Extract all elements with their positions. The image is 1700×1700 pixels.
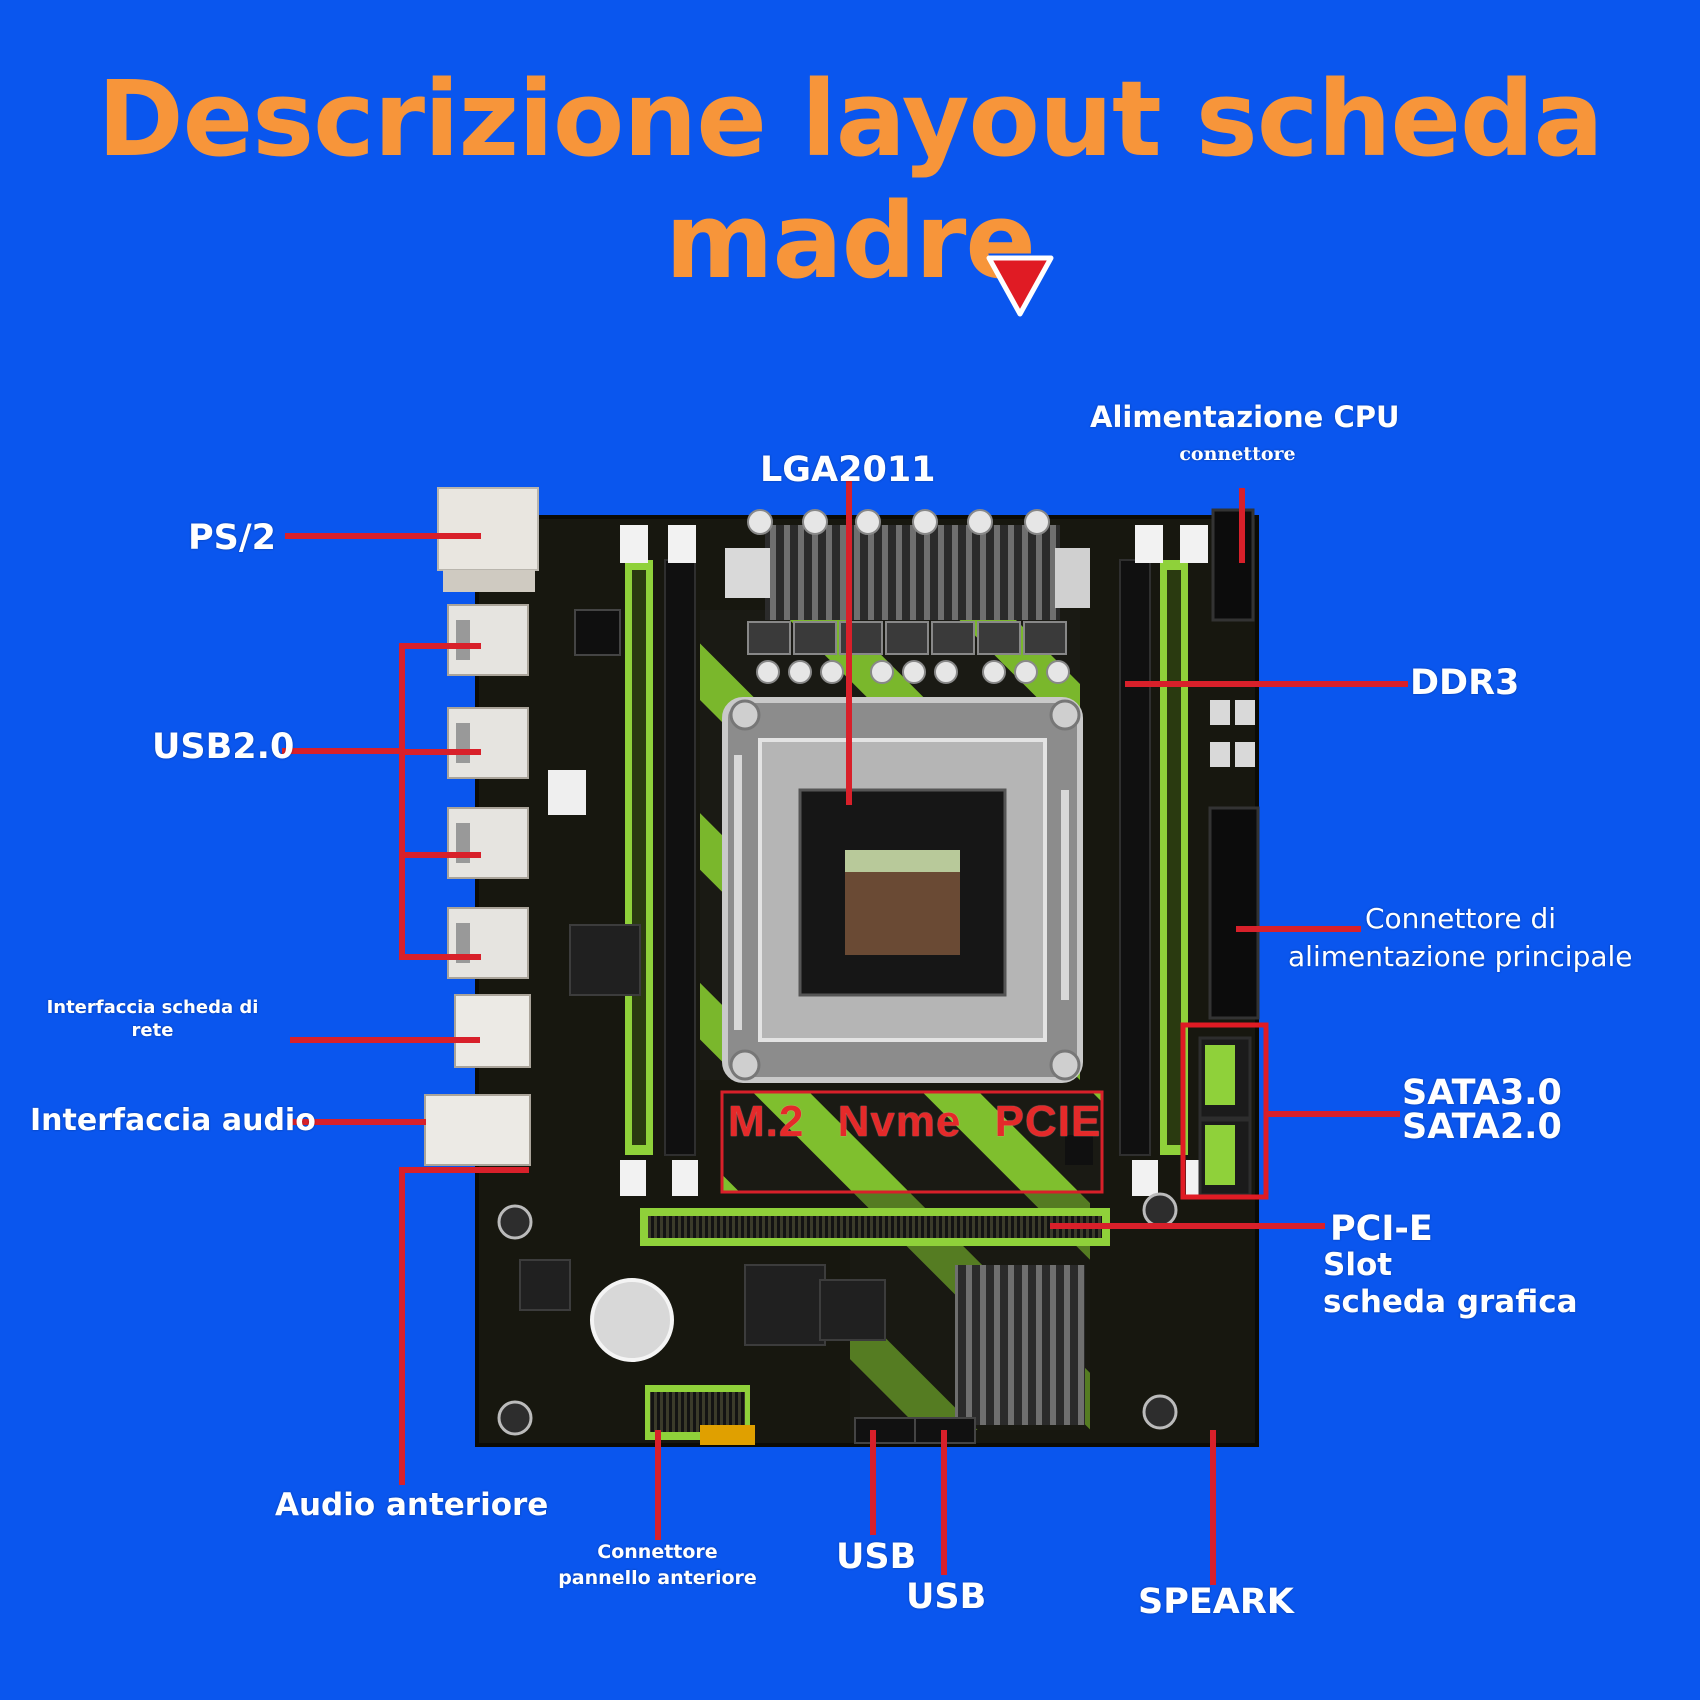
label-front-panel-2: pannello anteriore xyxy=(558,1567,757,1589)
leader-usb-1 xyxy=(399,643,481,649)
label-network-1: Interfaccia scheda di xyxy=(46,997,259,1018)
leader-speark xyxy=(1210,1430,1216,1585)
leader-network xyxy=(290,1037,480,1043)
label-ddr3: DDR3 xyxy=(1410,663,1520,703)
leader-main-power xyxy=(1236,926,1361,932)
leader-usb-a xyxy=(870,1430,876,1535)
leader-audio xyxy=(288,1119,426,1125)
label-lga2011: LGA2011 xyxy=(760,450,936,490)
label-network-2: rete xyxy=(131,1020,174,1041)
leader-usb-v xyxy=(399,643,405,958)
leader-cpu-power xyxy=(1239,488,1245,563)
leader-usb-2 xyxy=(399,749,481,755)
cpu-power-connector xyxy=(1211,508,1255,622)
leader-ddr3 xyxy=(1125,681,1408,687)
m2-label: M.2 Nvme PCIE xyxy=(728,1097,1102,1146)
ram-slot-right-1 xyxy=(1119,559,1151,1156)
leader-front-audio-v xyxy=(399,1167,405,1485)
audio-jacks xyxy=(424,1094,531,1166)
label-ps2: PS/2 xyxy=(188,518,276,558)
ram-slot-left-2 xyxy=(664,559,696,1156)
leader-pcie xyxy=(1050,1223,1325,1229)
leader-sata xyxy=(1266,1111,1400,1117)
m2-slot xyxy=(722,1092,1102,1192)
label-cpu-power: Alimentazione CPU xyxy=(1090,400,1400,434)
label-gpu-slot: scheda grafica xyxy=(1323,1284,1578,1320)
label-pcie: PCI-E xyxy=(1330,1209,1433,1249)
label-audio: Interfaccia audio xyxy=(30,1103,316,1138)
chipset-heatsink xyxy=(955,1265,1085,1425)
leader-front-audio-h xyxy=(399,1167,529,1173)
ps2-port xyxy=(437,487,539,571)
leader-front-panel xyxy=(655,1430,661,1540)
leader-usb-3 xyxy=(399,852,481,858)
cmos-battery xyxy=(590,1278,674,1362)
label-cpu-power-sub: connettore xyxy=(1179,443,1296,465)
leader-usb-4 xyxy=(399,954,481,960)
usb-header-1 xyxy=(854,1417,916,1444)
label-slot: Slot xyxy=(1323,1247,1393,1283)
leader-usb-h xyxy=(282,748,402,754)
vrm-heatsink xyxy=(765,525,1060,620)
label-main-power-1: Connettore di xyxy=(1365,902,1557,935)
leader-ps2 xyxy=(285,533,481,539)
leader-lga-v xyxy=(846,480,852,805)
lan-port xyxy=(454,994,531,1068)
down-triangle-icon xyxy=(986,255,1054,317)
label-speark: SPEARK xyxy=(1138,1582,1294,1622)
label-usb20: USB2.0 xyxy=(152,727,295,767)
leader-usb-b xyxy=(941,1430,947,1575)
label-usb-b: USB xyxy=(906,1577,987,1617)
page-title: Descrizione layout scheda madre xyxy=(97,58,1603,302)
label-main-power-2: alimentazione principale xyxy=(1288,940,1633,973)
label-front-panel-1: Connettore xyxy=(597,1541,718,1563)
label-usb-a: USB xyxy=(836,1537,917,1577)
atx-power-connector xyxy=(1208,806,1260,1020)
label-front-audio: Audio anteriore xyxy=(275,1487,549,1523)
label-sata3: SATA3.0 xyxy=(1402,1073,1562,1113)
label-sata2: SATA2.0 xyxy=(1402,1107,1562,1147)
